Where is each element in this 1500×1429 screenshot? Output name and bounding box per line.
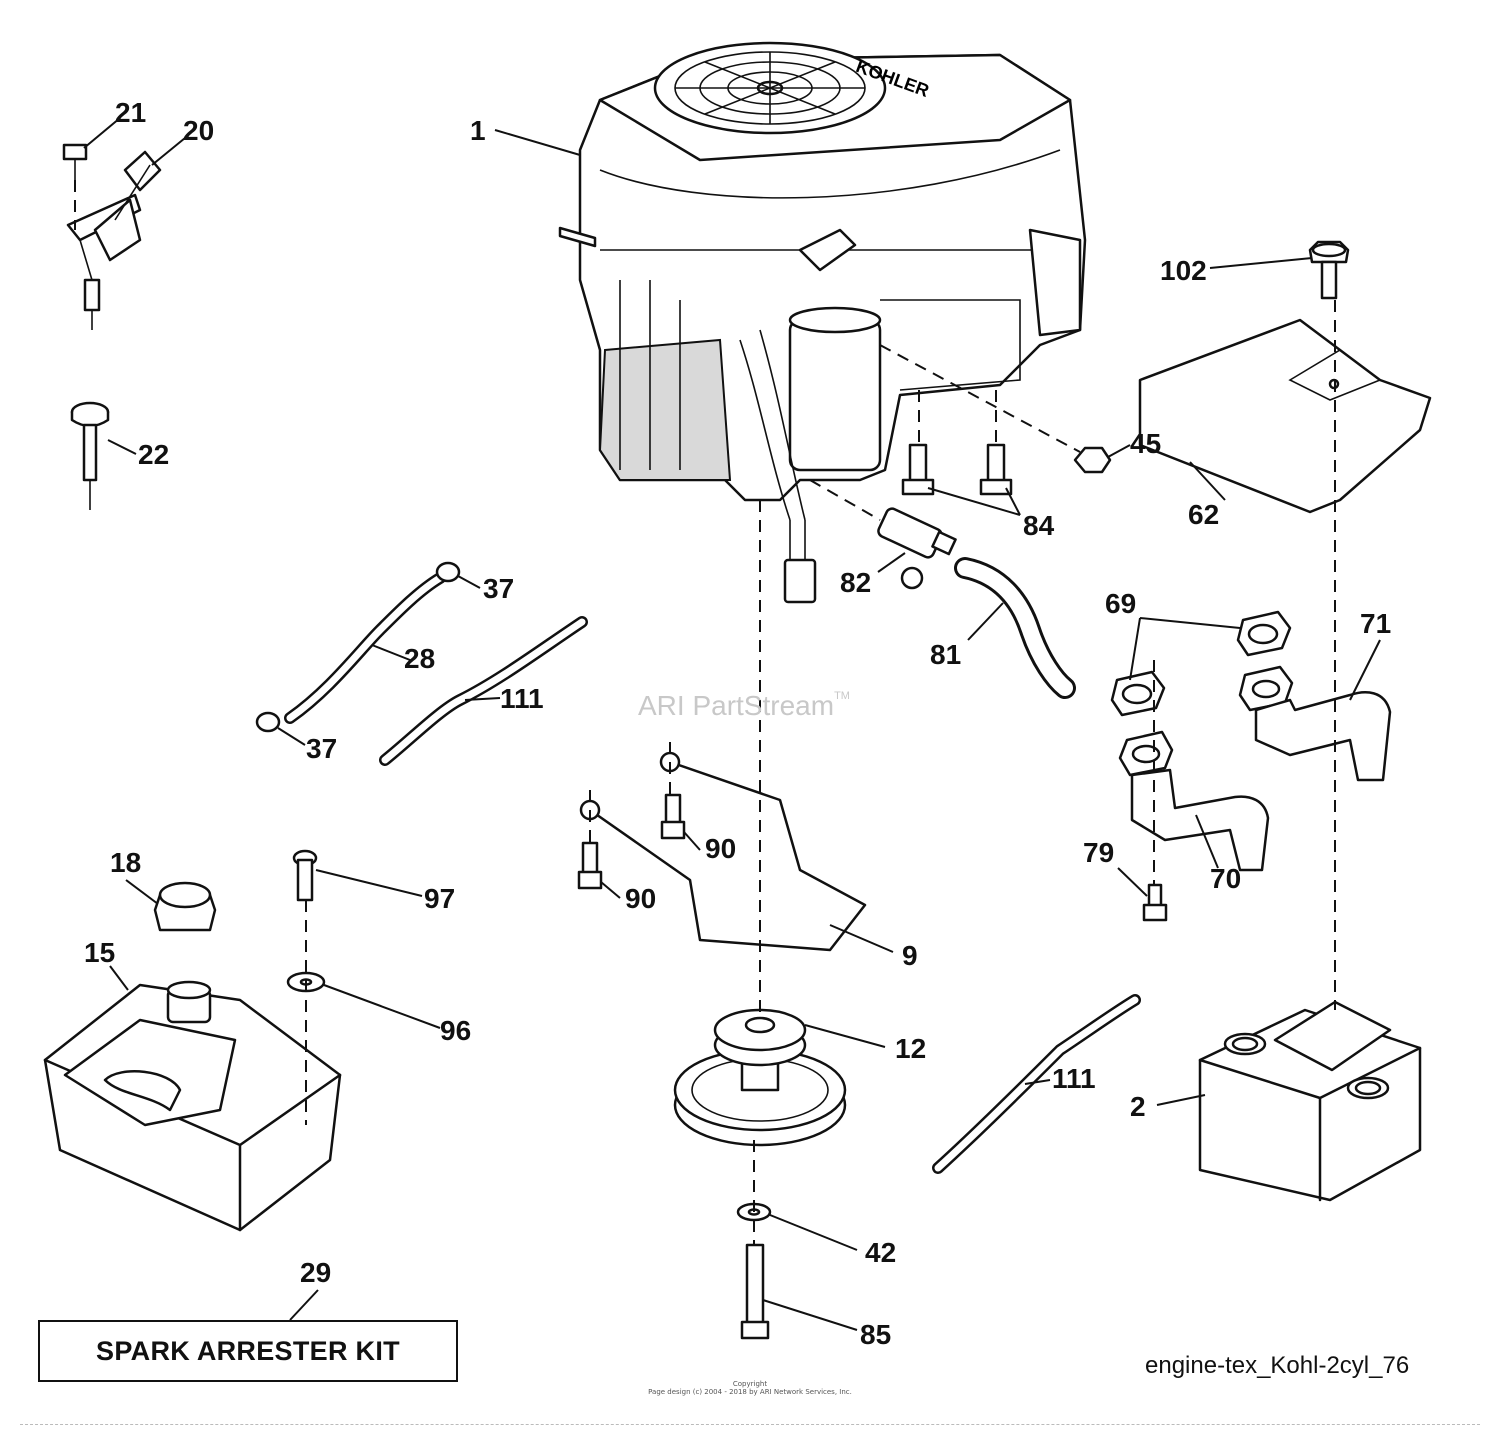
callout-85: 85 bbox=[860, 1319, 891, 1350]
drain-hose-81-part[interactable] bbox=[954, 557, 1076, 699]
callout-102: 102 bbox=[1160, 255, 1207, 286]
callout-20: 20 bbox=[183, 115, 214, 146]
watermark-label: ARI PartStream bbox=[638, 690, 835, 721]
bottom-divider bbox=[20, 1424, 1480, 1425]
fuel-cap-102-part[interactable] bbox=[1308, 240, 1350, 300]
callout-29: 29 bbox=[300, 1257, 331, 1288]
spark-arrester-kit-label: SPARK ARRESTER KIT bbox=[96, 1335, 400, 1366]
copyright-line-2: Page design (c) 2004 - 2018 by ARI Netwo… bbox=[648, 1388, 852, 1396]
callout-70: 70 bbox=[1210, 863, 1241, 894]
callout-82: 82 bbox=[840, 567, 871, 598]
callout-1: 1 bbox=[470, 115, 486, 146]
choke-knob-22-part[interactable] bbox=[70, 401, 110, 510]
alignment-lines bbox=[74, 180, 1336, 1245]
callout-111-top: 111 bbox=[500, 683, 544, 714]
leader-lines bbox=[83, 117, 1381, 1331]
callout-96: 96 bbox=[440, 1015, 471, 1046]
hose-111-lower-part[interactable] bbox=[932, 994, 1141, 1174]
callout-90-top: 90 bbox=[705, 833, 736, 864]
callout-97: 97 bbox=[424, 883, 455, 914]
callout-9: 9 bbox=[902, 940, 918, 971]
callout-12: 12 bbox=[895, 1033, 926, 1064]
exhaust-pipe-71-part[interactable] bbox=[1238, 665, 1392, 782]
callout-71: 71 bbox=[1360, 608, 1391, 639]
throttle-control-20-part[interactable] bbox=[66, 150, 162, 330]
muffler-2-part[interactable] bbox=[1198, 1000, 1422, 1202]
gasket-69-part[interactable] bbox=[1110, 610, 1292, 717]
callout-37-bottom: 37 bbox=[306, 733, 337, 764]
callout-37-top: 37 bbox=[483, 573, 514, 604]
fuel-line-28-part[interactable] bbox=[284, 572, 446, 724]
tank-cap-18-part[interactable] bbox=[153, 881, 217, 932]
callout-84: 84 bbox=[1023, 510, 1055, 541]
drawing-id-label: engine-tex_Kohl-2cyl_76 bbox=[1145, 1352, 1410, 1379]
watermark-tm: TM bbox=[834, 690, 850, 702]
exhaust-pipe-70-part[interactable] bbox=[1118, 730, 1270, 872]
copyright-notice: Copyright Page design (c) 2004 - 2018 by… bbox=[640, 1380, 860, 1396]
screw-97-part[interactable] bbox=[292, 849, 318, 902]
callout-62: 62 bbox=[1188, 499, 1219, 530]
callout-45: 45 bbox=[1130, 428, 1161, 459]
callout-2: 2 bbox=[1130, 1091, 1146, 1122]
callout-111-bottom: 111 bbox=[1052, 1063, 1096, 1094]
hose-111-part[interactable] bbox=[379, 616, 588, 766]
fuel-tank-15-part[interactable] bbox=[43, 980, 342, 1232]
callout-81: 81 bbox=[930, 639, 961, 670]
spark-arrester-kit-box[interactable]: SPARK ARRESTER KIT bbox=[38, 1320, 458, 1382]
engine-part[interactable]: KOHLER bbox=[558, 41, 1087, 604]
bolt-85-part[interactable] bbox=[740, 1243, 770, 1340]
watermark-text: ARI PartStreamTM bbox=[638, 690, 850, 722]
callout-18: 18 bbox=[110, 847, 141, 878]
callout-28: 28 bbox=[404, 643, 435, 674]
screw-79-part[interactable] bbox=[1142, 883, 1168, 922]
nut-45-part[interactable] bbox=[1073, 446, 1112, 474]
bolt-21-part[interactable] bbox=[62, 143, 88, 180]
callout-90-bottom: 90 bbox=[625, 883, 656, 914]
bolt-90-part[interactable] bbox=[577, 793, 686, 890]
callout-15: 15 bbox=[84, 937, 115, 968]
callout-79: 79 bbox=[1083, 837, 1114, 868]
callout-22: 22 bbox=[138, 439, 169, 470]
callouts: 1 2 9 12 15 18 20 21 22 28 29 37 37 42 4… bbox=[84, 97, 1391, 1350]
callout-21: 21 bbox=[115, 97, 146, 128]
oil-drain-valve-82-part[interactable] bbox=[876, 507, 957, 590]
hose-clamp-37-part[interactable] bbox=[255, 561, 461, 733]
bolt-84-part[interactable] bbox=[901, 443, 1013, 496]
copyright-line-1: Copyright bbox=[732, 1380, 768, 1388]
heat-shield-62-part[interactable] bbox=[1138, 318, 1432, 514]
callout-42: 42 bbox=[865, 1237, 896, 1268]
pulley-12-part[interactable] bbox=[673, 1008, 847, 1147]
callout-69: 69 bbox=[1105, 588, 1136, 619]
